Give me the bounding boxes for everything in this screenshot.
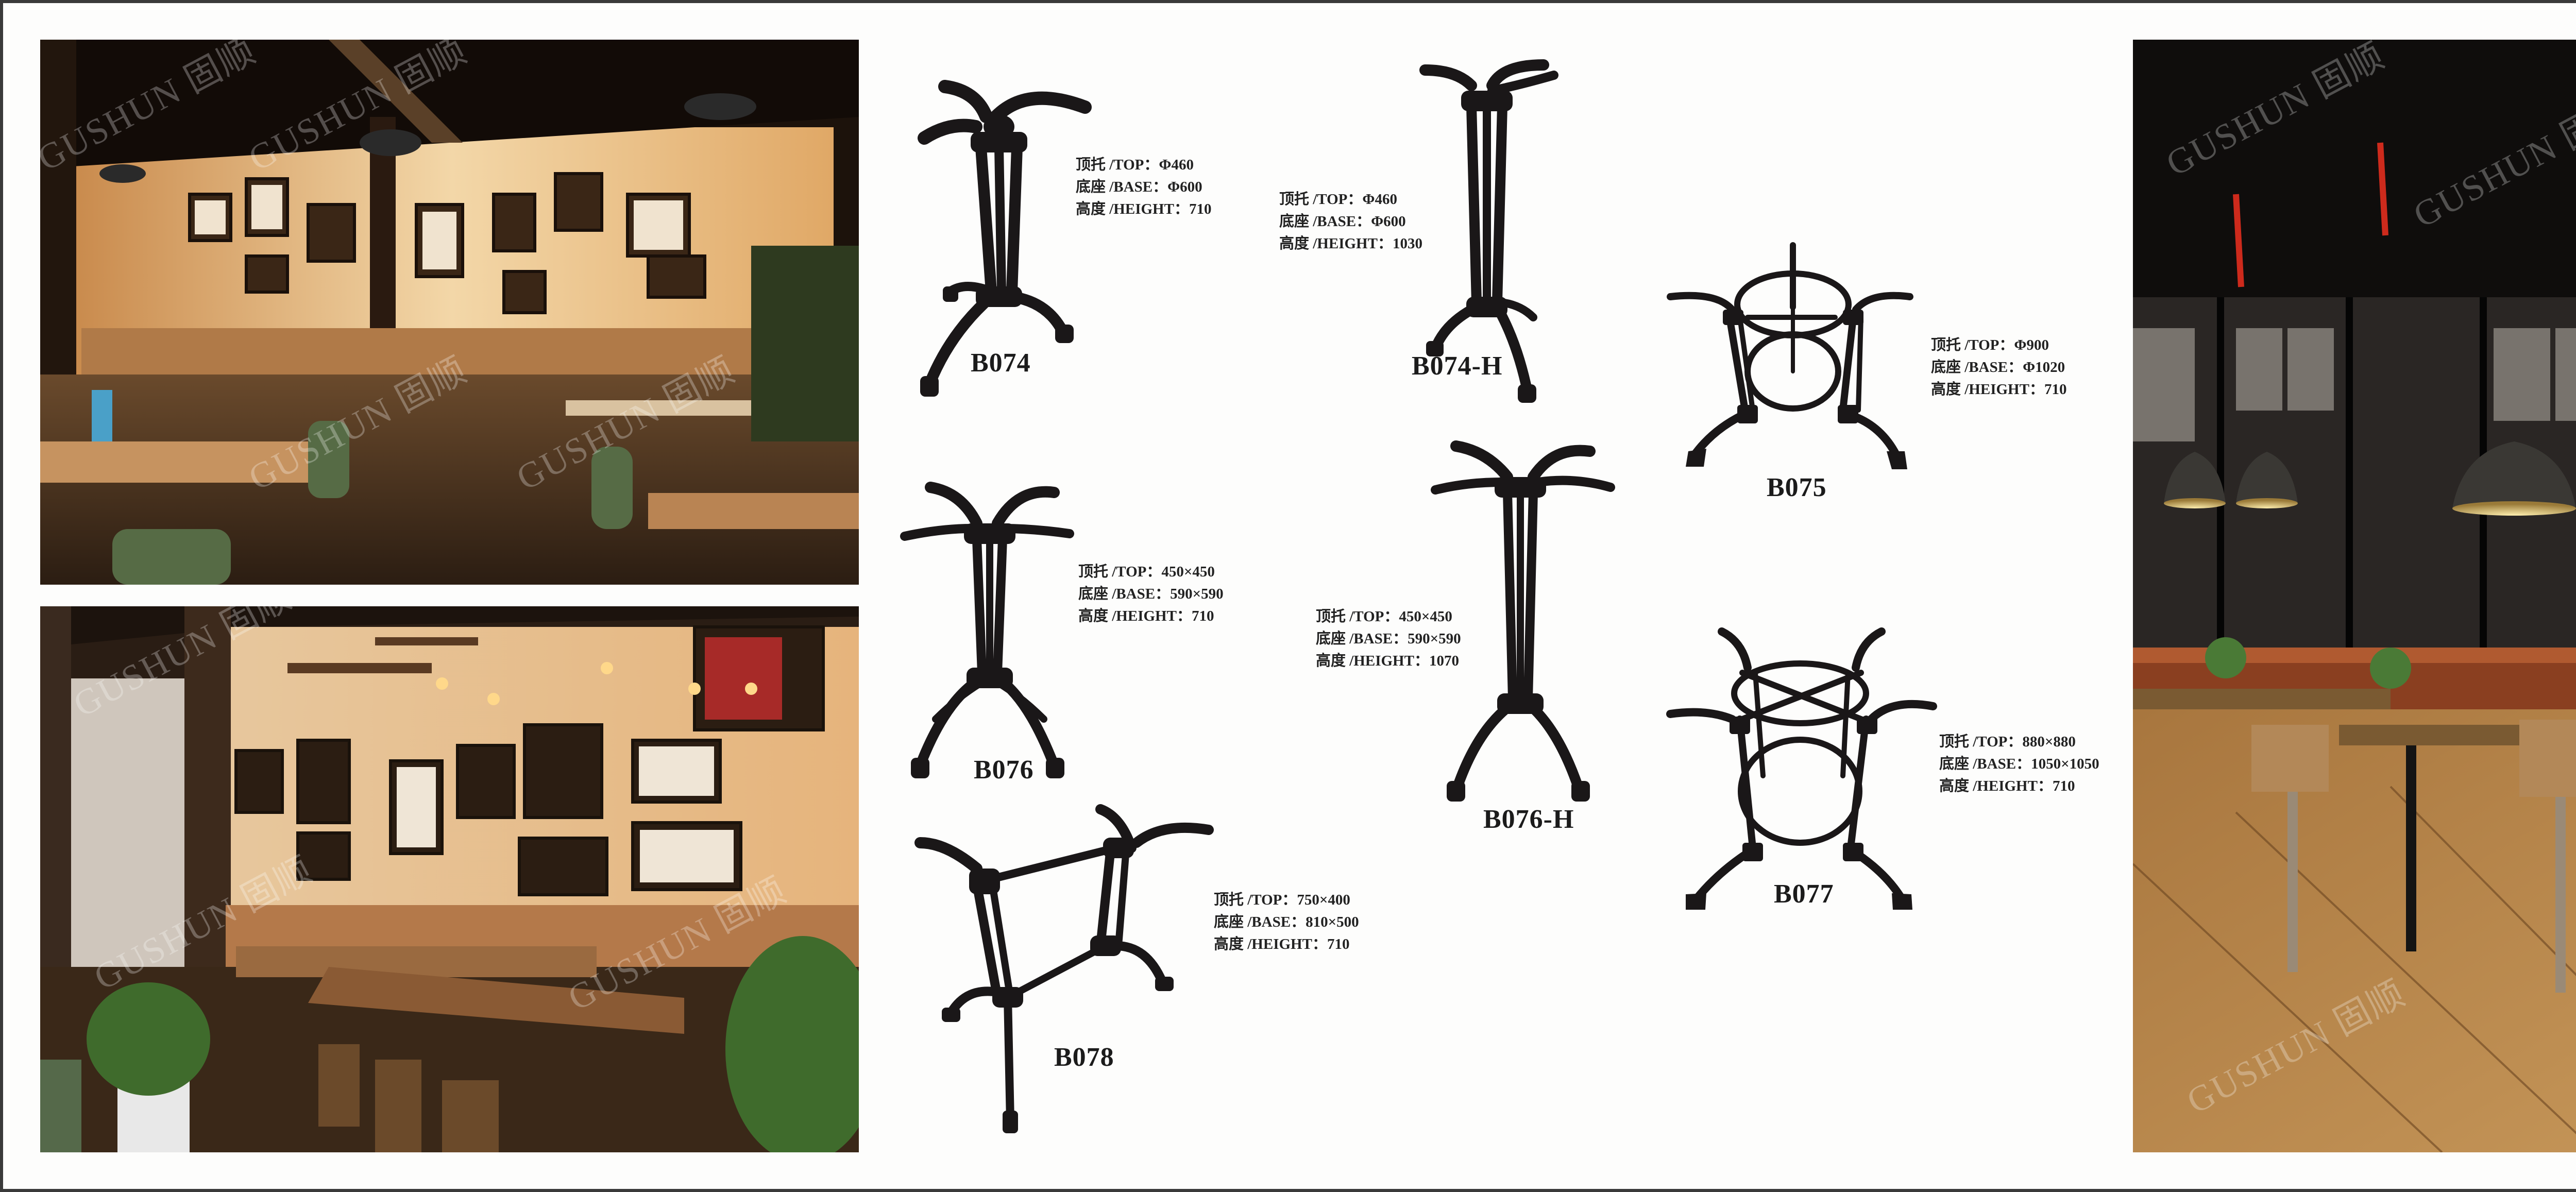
spec-block-b074-h: 顶托 /TOP：Φ460 底座 /BASE：Φ600 高度 /HEIGHT：10… [1279,191,1422,252]
spec-base-value: Φ1020 [2023,359,2065,376]
spec-height-value: 710 [1189,201,1212,217]
spec-top-value: 450×450 [1161,564,1215,580]
spec-top-value: Φ460 [1159,157,1194,173]
product-image-b078 [914,802,1214,1136]
spec-base-value: 1050×1050 [2031,756,2099,772]
product-image-b076-h [1425,440,1621,812]
spec-height-value: 710 [1191,608,1214,624]
product-image-b077 [1665,621,1937,910]
model-label-b074-h: B074-H [1412,351,1503,381]
spec-height-value: 1070 [1429,653,1459,669]
product-image-b074-h [1415,55,1559,405]
model-label-b075: B075 [1767,473,1827,502]
model-label-b077: B077 [1774,879,1834,909]
spec-base-value: 590×590 [1408,631,1461,647]
spec-base-value: 810×500 [1306,914,1359,930]
product-image-b076 [900,477,1080,786]
spec-top-value: Φ460 [1362,191,1397,208]
spec-base-value: 590×590 [1170,586,1224,602]
restaurant-photo-right: GUSHUN 固顺 GUSHUN 固顺 GUSHUN 固顺 GUSHUN 固顺 … [2133,40,2576,1152]
spec-height-value: 710 [2052,778,2075,794]
spec-height-value: 1030 [1392,235,1422,252]
spec-block-b077: 顶托 /TOP：880×880 底座 /BASE：1050×1050 高度 /H… [1939,734,2099,794]
spec-height-value: 710 [1327,936,1350,952]
restaurant-photo-top-left: GUSHUN 固顺 GUSHUN 固顺 GUSHUN 固顺 GUSHUN 固顺 [40,40,859,585]
spec-top-value: 450×450 [1399,608,1452,625]
spec-block-b074: 顶托 /TOP：Φ460 底座 /BASE：Φ600 高度 /HEIGHT：71… [1076,157,1212,217]
model-label-b074: B074 [971,348,1031,378]
spec-base-value: Φ600 [1167,179,1202,195]
spec-block-b078: 顶托 /TOP：750×400 底座 /BASE：810×500 高度 /HEI… [1214,892,1359,952]
catalog-page: GUSHUN 固顺 GUSHUN 固顺 GUSHUN 固顺 GUSHUN 固顺 [3,3,2576,1189]
product-image-b074 [914,75,1092,400]
spec-block-b076: 顶托 /TOP：450×450 底座 /BASE：590×590 高度 /HEI… [1078,564,1224,624]
spec-top-value: 880×880 [2022,734,2076,750]
spec-block-b076-h: 顶托 /TOP：450×450 底座 /BASE：590×590 高度 /HEI… [1316,608,1461,669]
model-label-b076: B076 [974,755,1034,785]
spec-base-value: Φ600 [1371,213,1406,230]
spec-block-b075: 顶托 /TOP：Φ900 底座 /BASE：Φ1020 高度 /HEIGHT：7… [1931,337,2067,398]
product-image-b075 [1665,240,1918,477]
spec-height-value: 710 [2044,381,2067,398]
restaurant-photo-bottom-left: GUSHUN 固顺 GUSHUN 固顺 GUSHUN 固顺 [40,606,859,1152]
spec-top-value: Φ900 [2014,337,2049,353]
model-label-b078: B078 [1054,1043,1114,1072]
spec-top-value: 750×400 [1297,892,1350,908]
model-label-b076-h: B076-H [1483,805,1574,834]
